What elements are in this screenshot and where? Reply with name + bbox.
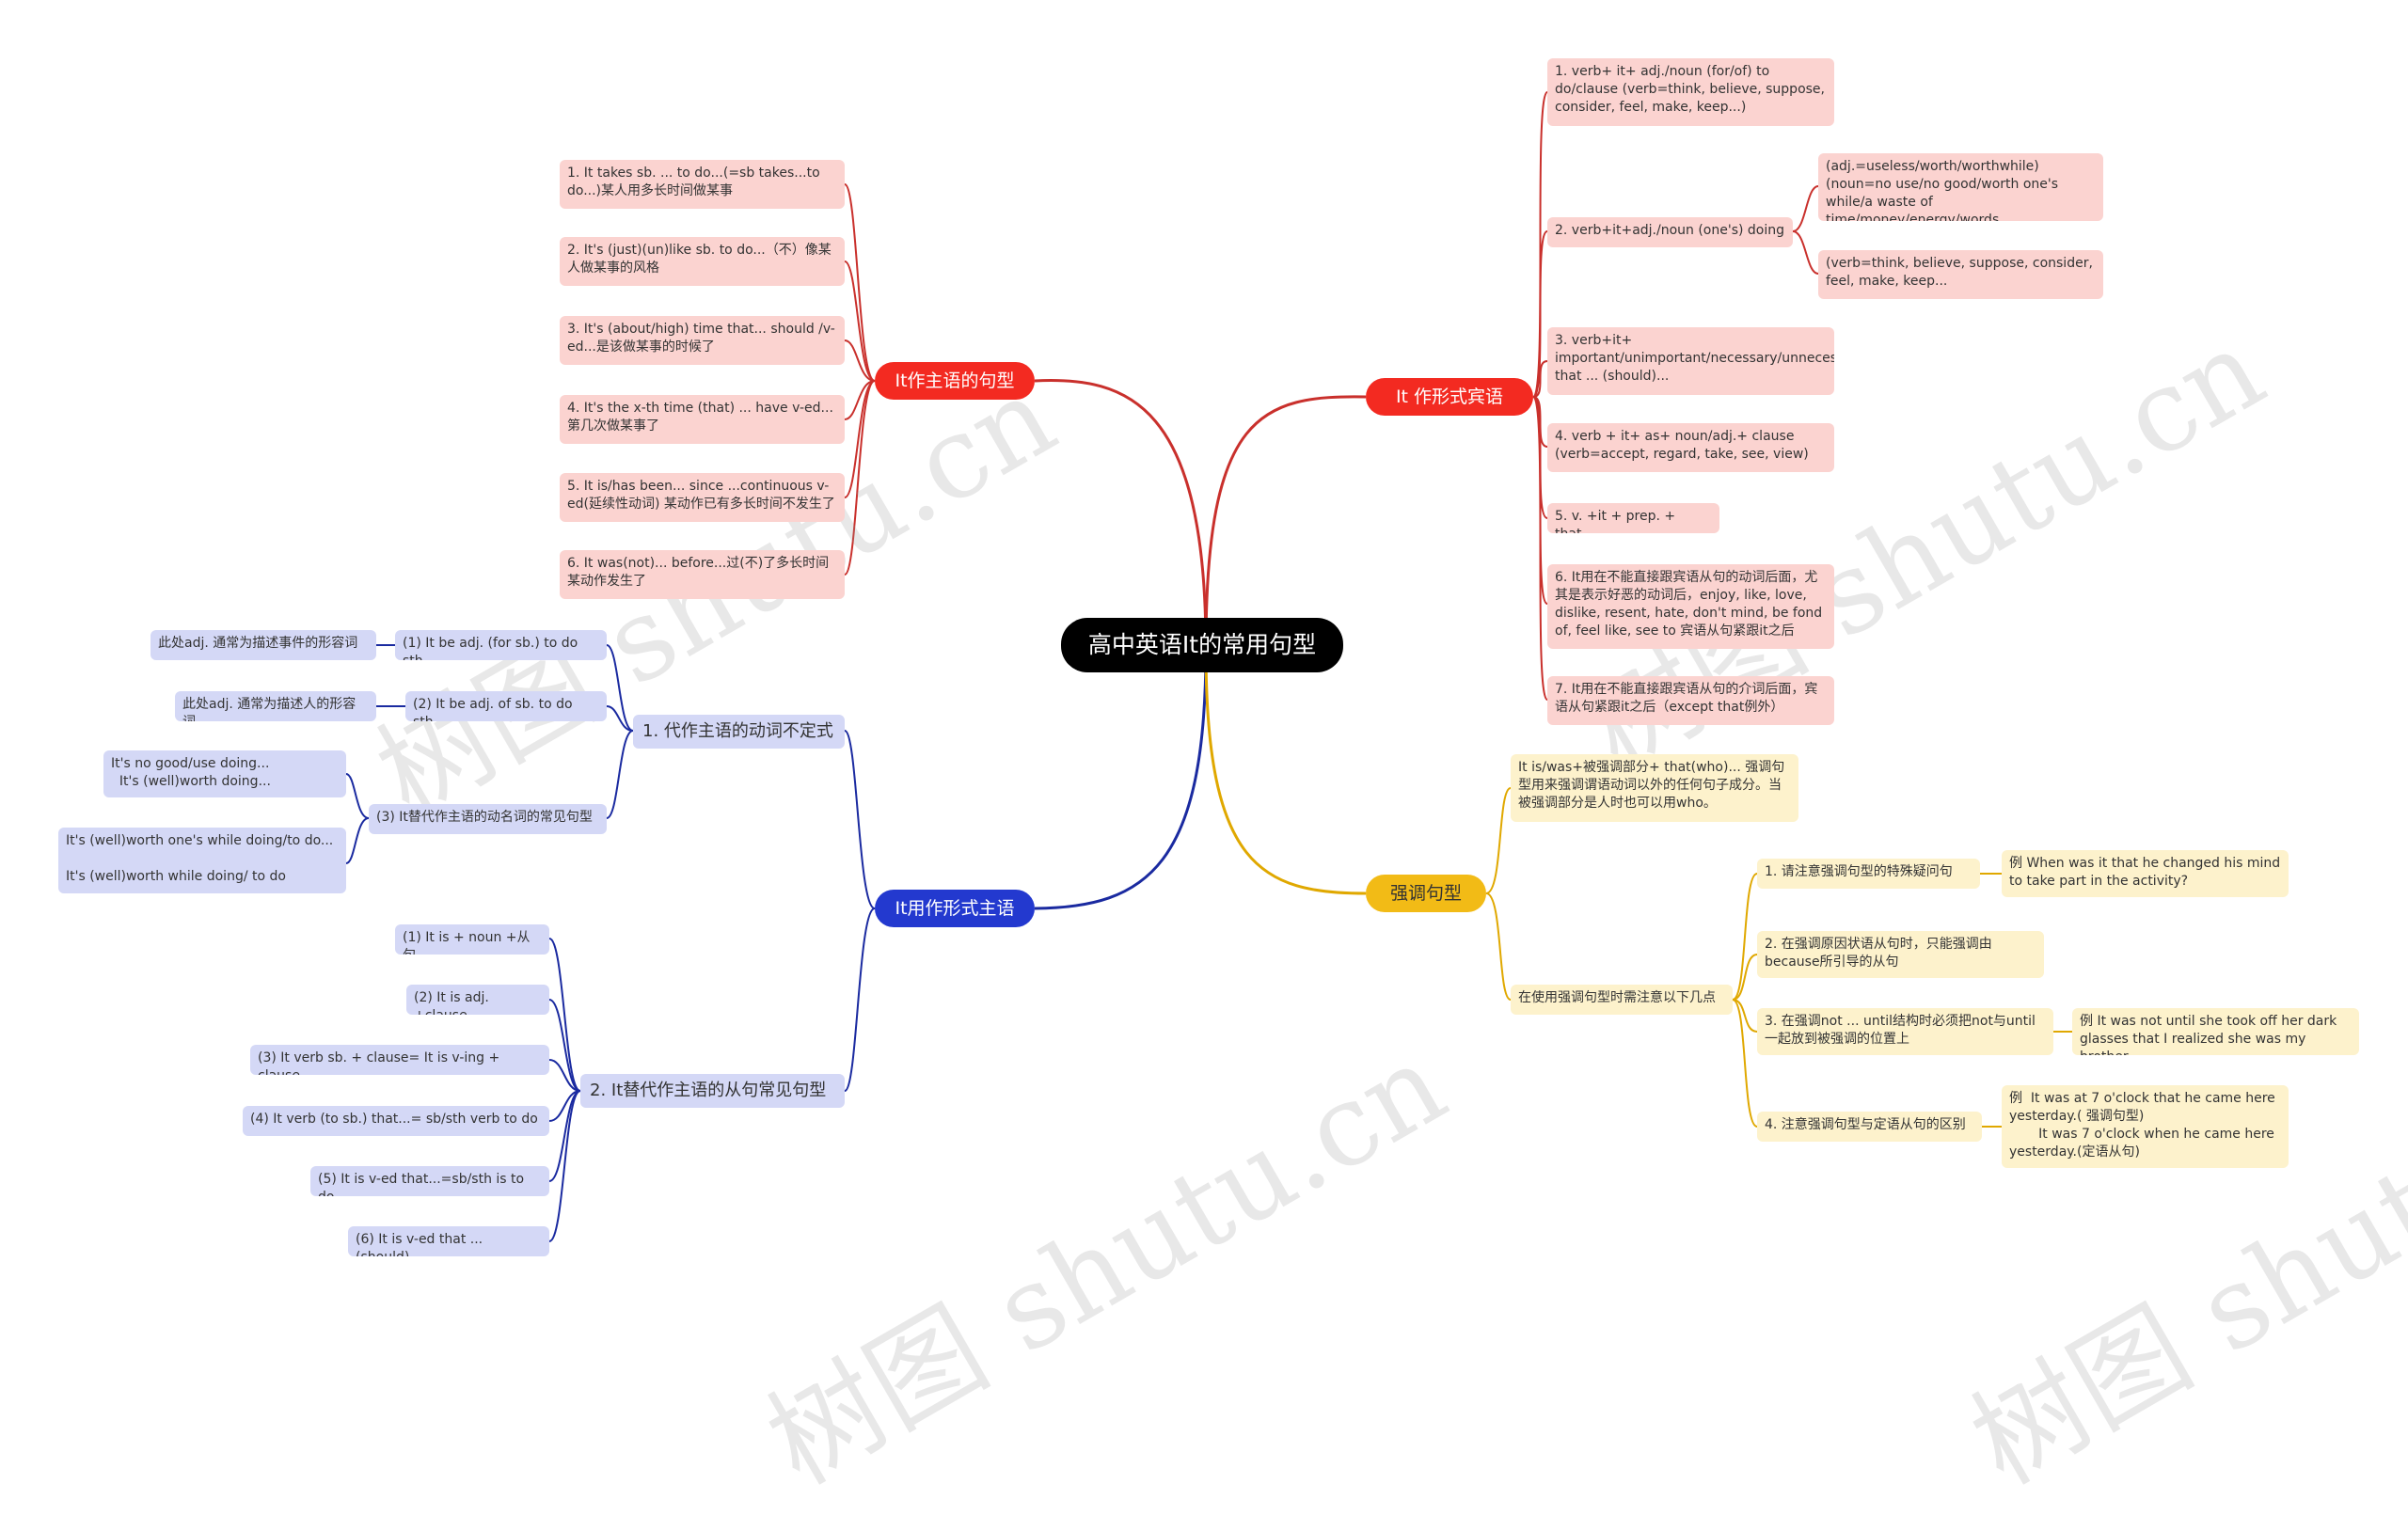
clause-pattern[interactable]: (3) It verb sb. + clause= It is v-ing + … [250, 1045, 549, 1075]
object-item[interactable]: 2. verb+it+adj./noun (one's) doing [1547, 217, 1793, 247]
object-item[interactable]: 4. verb + it+ as+ noun/adj.+ clause (ver… [1547, 423, 1834, 472]
subject-item[interactable]: 1. It takes sb. ... to do...(=sb takes..… [560, 160, 845, 209]
object-item[interactable]: 1. verb+ it+ adj./noun (for/of) to do/cl… [1547, 58, 1834, 126]
clause-pattern[interactable]: (2) It is adj. +clause [406, 985, 549, 1015]
object-item[interactable]: 5. v. +it + prep. + that... [1547, 503, 1719, 533]
adj-note[interactable]: 此处adj. 通常为描述事件的形容词 [150, 630, 376, 660]
emphasis-note[interactable]: 1. 请注意强调句型的特殊疑问句 [1757, 859, 1980, 889]
emphasis-note[interactable]: 2. 在强调原因状语从句时，只能强调由because所引导的从句 [1757, 931, 2044, 978]
emphasis-intro[interactable]: It is/was+被强调部分+ that(who)... 强调句型用来强调谓语… [1511, 754, 1798, 822]
branch-emphatic-sentence[interactable]: 强调句型 [1366, 875, 1486, 912]
adj-note[interactable]: 此处adj. 通常为描述人的形容词 [175, 691, 376, 721]
object-item-detail[interactable]: (adj.=useless/worth/worthwhile)(noun=no … [1818, 153, 2103, 221]
object-item-detail[interactable]: (verb=think, believe, suppose, consider,… [1818, 250, 2103, 299]
gerund-example[interactable]: It's no good/use doing... It's (well)wor… [103, 750, 346, 797]
object-item[interactable]: 7. It用在不能直接跟宾语从句的介词后面，宾语从句紧跟it之后（except … [1547, 676, 1834, 725]
subject-item[interactable]: 5. It is/has been... since ...continuous… [560, 473, 845, 522]
object-item[interactable]: 3. verb+it+ important/unimportant/necess… [1547, 327, 1834, 395]
object-item[interactable]: 6. It用在不能直接跟宾语从句的动词后面，尤其是表示好恶的动词后，enjoy,… [1547, 564, 1834, 649]
emphasis-example[interactable]: 例 It was at 7 o'clock that he came here … [2002, 1085, 2289, 1168]
clause-pattern[interactable]: (6) It is v-ed that ... (should)... [348, 1226, 549, 1256]
formal-subject-group-infinitive[interactable]: 1. 代作主语的动词不定式 [633, 715, 845, 749]
subject-item[interactable]: 6. It was(not)... before...过(不)了多长时间某动作发… [560, 550, 845, 599]
subject-item[interactable]: 3. It's (about/high) time that... should… [560, 316, 845, 365]
emphasis-notes-heading[interactable]: 在使用强调句型时需注意以下几点 [1511, 985, 1733, 1015]
emphasis-note[interactable]: 4. 注意强调句型与定语从句的区别 [1757, 1112, 1982, 1142]
emphasis-example[interactable]: 例 It was not until she took off her dark… [2072, 1008, 2359, 1055]
infinitive-pattern[interactable]: (2) It be adj. of sb. to do sth. [405, 691, 607, 721]
infinitive-pattern[interactable]: (1) It be adj. (for sb.) to do sth. [395, 630, 607, 660]
infinitive-pattern[interactable]: (3) It替代作主语的动名词的常见句型 [369, 804, 607, 834]
clause-pattern[interactable]: (5) It is v-ed that...=sb/sth is to do [310, 1166, 549, 1196]
branch-it-as-object[interactable]: It 作形式宾语 [1366, 378, 1533, 416]
root-topic[interactable]: 高中英语It的常用句型 [1061, 618, 1343, 672]
emphasis-note[interactable]: 3. 在强调not ... until结构时必须把not与until一起放到被强… [1757, 1008, 2053, 1055]
subject-item[interactable]: 4. It's the x-th time (that) ... have v-… [560, 395, 845, 444]
formal-subject-group-clause[interactable]: 2. It替代作主语的从句常见句型 [580, 1074, 845, 1108]
emphasis-example[interactable]: 例 When was it that he changed his mind t… [2002, 850, 2289, 897]
clause-pattern[interactable]: (1) It is + noun +从句 [395, 924, 549, 955]
branch-it-as-subject[interactable]: It作主语的句型 [875, 362, 1035, 400]
clause-pattern[interactable]: (4) It verb (to sb.) that...= sb/sth ver… [243, 1106, 549, 1136]
gerund-example[interactable]: It's (well)worth one's while doing/to do… [58, 828, 346, 893]
branch-it-as-formal-subject[interactable]: It用作形式主语 [875, 890, 1035, 927]
connector-lines [345, 91, 2072, 1242]
subject-item[interactable]: 2. It's (just)(un)like sb. to do...（不）像某… [560, 237, 845, 286]
